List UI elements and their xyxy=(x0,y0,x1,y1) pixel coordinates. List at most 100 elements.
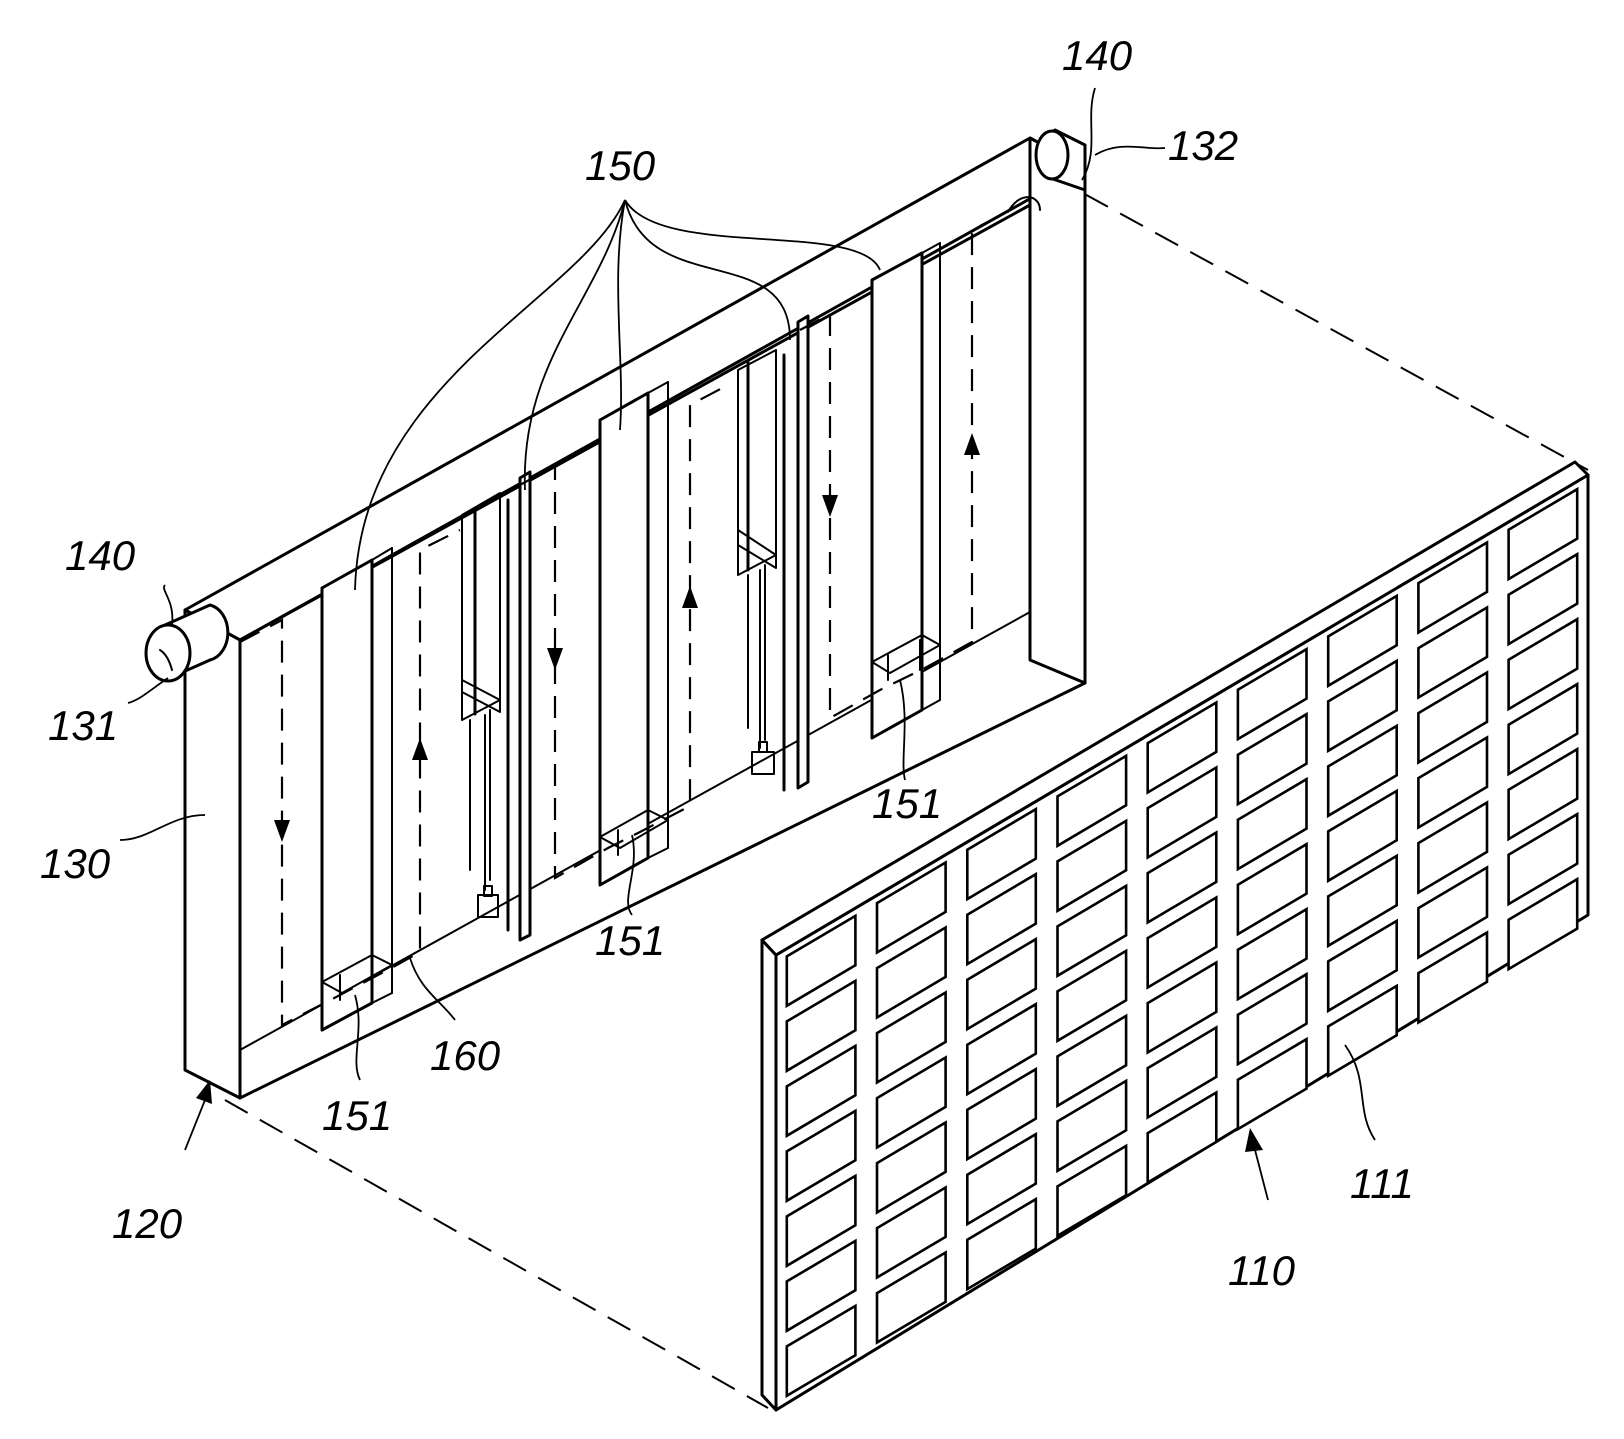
panel-cell xyxy=(875,1055,947,1150)
panel-cell xyxy=(785,1173,857,1269)
label-140-top: 140 xyxy=(1062,32,1133,79)
panel-cell xyxy=(1056,1013,1128,1109)
panel-cell xyxy=(1417,865,1489,960)
panel-cell xyxy=(1417,735,1489,830)
panel-cell xyxy=(1056,1078,1128,1174)
panel-cell xyxy=(1507,876,1579,972)
label-131: 131 xyxy=(48,702,118,749)
pipe-left xyxy=(144,603,230,683)
panel-cell xyxy=(875,860,947,955)
drive-unit-2 xyxy=(737,349,777,576)
panel-cell xyxy=(1236,1036,1308,1132)
panel-cell xyxy=(875,1250,947,1345)
panel-cell xyxy=(1146,1025,1218,1120)
panel-top-edge xyxy=(760,460,1590,957)
panel-cell xyxy=(1417,670,1489,765)
panel-cell xyxy=(785,1108,857,1204)
panel-cell xyxy=(1236,841,1308,937)
panel-cells xyxy=(785,486,1579,1399)
pipe-right xyxy=(1034,128,1087,192)
panel-cell xyxy=(1417,605,1489,700)
partition-4 xyxy=(796,314,810,790)
arrow-down-icon xyxy=(822,495,838,517)
panel-cell xyxy=(1146,765,1218,860)
panel-cell xyxy=(1236,906,1308,1002)
arrow-up-icon xyxy=(682,586,698,608)
drive-unit-1 xyxy=(461,492,501,721)
panel-cell xyxy=(965,1001,1038,1097)
panel-cell xyxy=(785,978,857,1074)
panel-cell xyxy=(1056,948,1128,1044)
panel-cell xyxy=(1326,723,1398,819)
opening-1 xyxy=(321,954,393,994)
panel-cell xyxy=(965,1196,1038,1292)
panel-cell xyxy=(1507,486,1579,582)
panel-cell xyxy=(1236,971,1308,1067)
panel-cell xyxy=(1056,1143,1128,1239)
opening-3 xyxy=(871,634,941,674)
panel-cell xyxy=(1056,883,1128,979)
partition-2 xyxy=(518,470,532,942)
panel-cell xyxy=(1507,616,1579,712)
reference-arrows xyxy=(184,1080,1269,1201)
openings xyxy=(321,634,941,1001)
panel-cell xyxy=(1326,593,1398,689)
label-150: 150 xyxy=(585,142,656,189)
panel-cell xyxy=(875,990,947,1085)
leader-lines xyxy=(119,87,1376,1141)
panel-cell xyxy=(1146,1090,1218,1185)
panel-cell xyxy=(785,1303,857,1399)
panel-cell xyxy=(965,1066,1038,1162)
partition-5 xyxy=(870,251,924,740)
flow-arrows xyxy=(274,433,980,842)
panel-cell xyxy=(1507,746,1579,842)
panel-left-edge xyxy=(760,938,778,1412)
panel-cell xyxy=(1146,830,1218,925)
panel-cell xyxy=(1326,853,1398,949)
panel-cell xyxy=(1326,983,1398,1079)
housing-right-wall xyxy=(1028,136,1087,685)
arrow-up-icon xyxy=(412,738,428,760)
panel-cell xyxy=(785,1043,857,1139)
panel-cell xyxy=(1417,540,1489,635)
arrow-110-icon xyxy=(1245,1128,1263,1152)
panel-cell xyxy=(965,936,1038,1032)
panel-cell xyxy=(1417,930,1489,1025)
panel-cell xyxy=(1146,700,1218,795)
air-flow-path xyxy=(239,196,1041,1027)
label-151-mid: 151 xyxy=(595,917,665,964)
panel-cell xyxy=(1146,895,1218,990)
partition-3 xyxy=(598,391,650,887)
label-151-left: 151 xyxy=(322,1092,392,1139)
panel-cell xyxy=(1236,776,1308,872)
label-110: 110 xyxy=(1228,1247,1296,1294)
panel-cell xyxy=(785,913,857,1009)
labels: 140 132 150 140 131 130 151 151 151 160 … xyxy=(40,32,1414,1294)
label-120: 120 xyxy=(112,1200,183,1247)
label-160: 160 xyxy=(430,1032,501,1079)
dashed-outline xyxy=(224,174,1589,1409)
arrow-120-icon xyxy=(196,1080,212,1104)
panel-cell xyxy=(1417,800,1489,895)
label-140-left: 140 xyxy=(65,532,136,579)
panel-cell xyxy=(1236,646,1308,742)
panel xyxy=(760,460,1590,1412)
partitions xyxy=(320,242,941,1032)
panel-cell xyxy=(875,1185,947,1280)
arrow-down-icon xyxy=(547,648,563,670)
drive-units xyxy=(461,349,786,932)
panel-cell xyxy=(1507,811,1579,907)
arrow-down-icon xyxy=(274,820,290,842)
label-132: 132 xyxy=(1168,122,1238,169)
panel-cell xyxy=(1326,788,1398,884)
housing-front-face xyxy=(183,608,242,1100)
panel-cell xyxy=(1507,681,1579,777)
panel-cell xyxy=(1507,551,1579,647)
panel-cell xyxy=(965,871,1038,967)
label-151-right: 151 xyxy=(872,780,942,827)
panel-cell xyxy=(1056,753,1128,849)
panel-cell xyxy=(875,925,947,1020)
panel-cell xyxy=(785,1238,857,1334)
arrow-up-icon xyxy=(964,433,980,455)
